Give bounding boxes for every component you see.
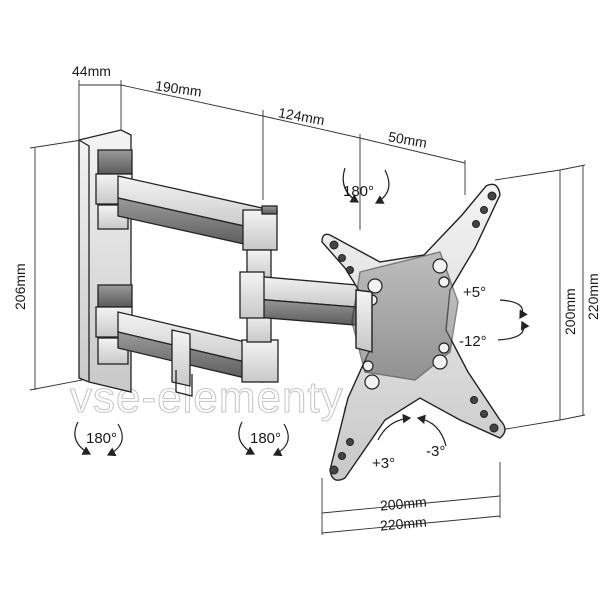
rotation-bottom-middle-label: 180° bbox=[250, 430, 281, 447]
dim-plate-offset: 50mm bbox=[387, 128, 428, 151]
dim-vesa-v-inner: 200mm bbox=[562, 288, 578, 335]
first-arm-lower bbox=[117, 311, 263, 397]
swivel-right-label: +3° bbox=[372, 455, 395, 472]
dim-wall-depth: 44mm bbox=[72, 63, 111, 79]
tilt-up-label: +5° bbox=[463, 284, 486, 301]
vesa-plate bbox=[321, 183, 506, 481]
dim-vesa-h-outer: 220mm bbox=[379, 514, 427, 534]
rotation-arrows bbox=[74, 167, 530, 457]
dim-vesa-v-outer: 220mm bbox=[585, 273, 600, 320]
dim-arm-first: 190mm bbox=[154, 77, 202, 99]
dim-vesa-h-inner: 200mm bbox=[379, 494, 427, 514]
dimension-lines bbox=[29, 80, 586, 535]
wall-plate bbox=[78, 129, 133, 393]
rotation-bottom-left-label: 180° bbox=[86, 430, 117, 447]
second-arm bbox=[239, 271, 369, 327]
first-arm-upper bbox=[117, 175, 263, 249]
tilt-down-label: -12° bbox=[459, 333, 487, 350]
swivel-left-label: -3° bbox=[426, 443, 445, 460]
dim-height: 206mm bbox=[12, 263, 28, 310]
rotation-top-label: 180° bbox=[343, 183, 374, 200]
dim-arm-second: 124mm bbox=[277, 104, 326, 128]
elbow-joint bbox=[241, 205, 279, 383]
